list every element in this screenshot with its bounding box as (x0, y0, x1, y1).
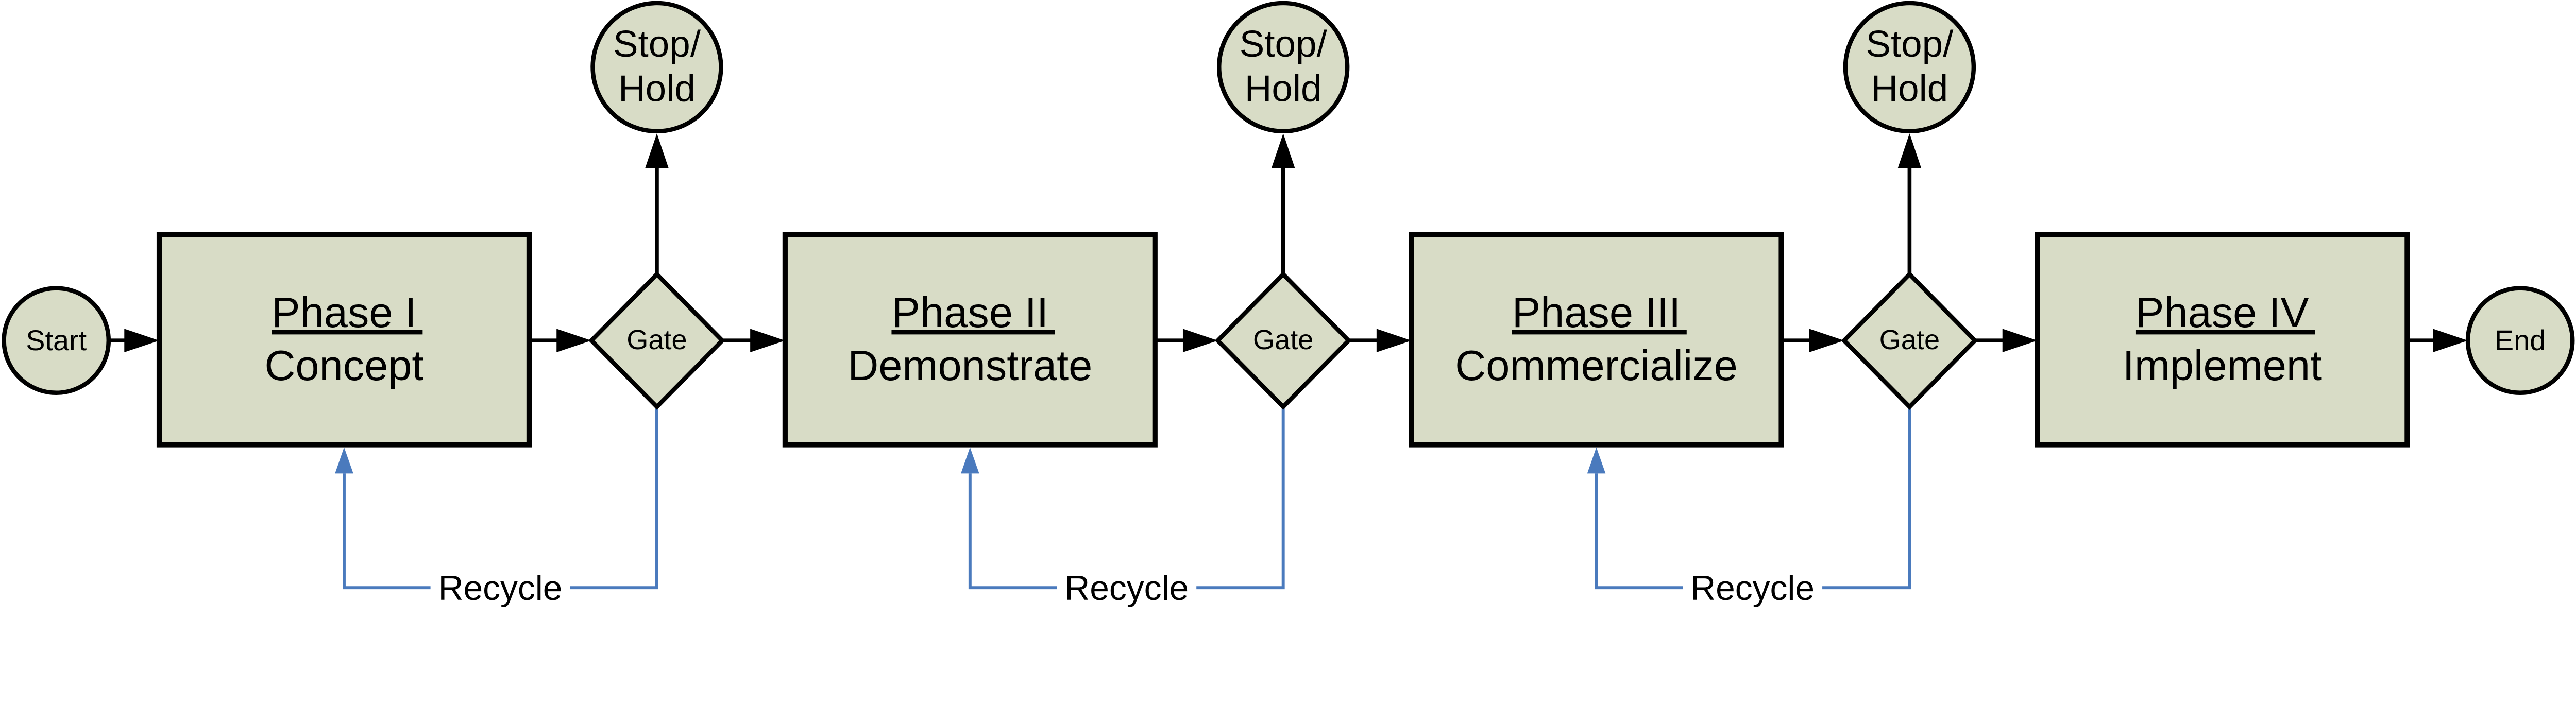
recycle-1-label: Recycle (438, 569, 563, 608)
stop-hold-1-circle (590, 1, 723, 134)
gate-2: Gate (1214, 271, 1352, 410)
flow-arrow-phase4-to-end (2407, 329, 2468, 353)
phase-1-title: Phase I (272, 288, 416, 336)
gate-2-diamond (1214, 271, 1352, 410)
stop-hold-2-line1: Stop/ (1240, 23, 1328, 65)
gate-1-diamond (588, 271, 725, 410)
arrowhead-icon (2002, 329, 2038, 353)
arrowhead-icon (1809, 329, 1844, 353)
recycle-loop-2: Recycle (961, 406, 1285, 611)
phase-4-title: Phase IV (2136, 288, 2309, 336)
gate-3: Gate (1841, 271, 1978, 410)
flow-arrow-gate2-to-phase3 (1348, 329, 1412, 353)
end-circle (2465, 286, 2575, 396)
stop-hold-3-line2: Hold (1871, 67, 1948, 109)
gate-1-label: Gate (626, 324, 687, 355)
end-terminator: End (2465, 286, 2575, 396)
arrowhead-icon (750, 329, 785, 353)
stop-hold-1-line1: Stop/ (613, 23, 701, 65)
recycle-3-arrowhead-icon (1587, 447, 1606, 474)
phase-gate-flowchart: Recycle Recycle Recycle (2, 1, 2575, 611)
stop-hold-3-line1: Stop/ (1866, 23, 1954, 65)
stop-arrow-1 (645, 133, 669, 274)
flow-arrow-phase2-to-gate2 (1155, 329, 1218, 353)
arrowhead-icon (556, 329, 591, 353)
recycle-2-label-background (1057, 562, 1197, 611)
arrowhead-icon (645, 133, 669, 168)
stop-hold-2-line2: Hold (1245, 67, 1322, 109)
flow-arrow-start-to-phase1 (108, 329, 160, 353)
arrowhead-icon (124, 329, 160, 353)
gate-3-diamond (1841, 271, 1978, 410)
flowchart-canvas: Recycle Recycle Recycle (2, 1, 2575, 611)
start-circle (2, 286, 111, 396)
phase-4: Phase IV Implement (2035, 232, 2410, 448)
recycle-loop-1: Recycle (335, 406, 658, 611)
end-label: End (2495, 324, 2546, 356)
start-label: Start (26, 324, 87, 356)
stop-hold-2-circle (1217, 1, 1350, 134)
phase-3: Phase III Commercialize (1409, 232, 1784, 448)
stop-hold-1-line2: Hold (618, 67, 696, 109)
flow-arrow-gate1-to-phase2 (722, 329, 785, 353)
phase-4-box (2035, 232, 2410, 448)
stop-hold-1: Stop/ Hold (590, 1, 723, 134)
recycle-3-label-background (1683, 562, 1823, 611)
phase-3-title: Phase III (1512, 288, 1681, 336)
stop-hold-3: Stop/ Hold (1843, 1, 1976, 134)
arrowhead-icon (1182, 329, 1218, 353)
arrowhead-icon (1271, 133, 1295, 168)
stop-hold-3-circle (1843, 1, 1976, 134)
phase-2-subtitle: Demonstrate (848, 341, 1092, 389)
phase-4-subtitle: Implement (2123, 341, 2322, 389)
flow-arrow-phase1-to-gate1 (529, 329, 591, 353)
recycle-loop-3: Recycle (1587, 406, 1911, 611)
flow-arrow-gate3-to-phase4 (1975, 329, 2038, 353)
phase-1-box (156, 232, 532, 448)
gate-3-label: Gate (1879, 324, 1940, 355)
stop-hold-2: Stop/ Hold (1217, 1, 1350, 134)
arrowhead-icon (1376, 329, 1412, 353)
stop-arrow-3 (1897, 133, 1922, 274)
gate-1: Gate (588, 271, 725, 410)
phase-2-title: Phase II (892, 288, 1048, 336)
phase-3-subtitle: Commercialize (1455, 341, 1738, 389)
phase-2: Phase II Demonstrate (782, 232, 1158, 448)
stop-arrow-2 (1271, 133, 1295, 274)
arrowhead-icon (2433, 329, 2468, 353)
start-terminator: Start (2, 286, 111, 396)
flow-arrow-phase3-to-gate3 (1781, 329, 1844, 353)
phase-1: Phase I Concept (156, 232, 532, 448)
recycle-2-label: Recycle (1064, 569, 1189, 608)
recycle-1-arrowhead-icon (335, 447, 353, 474)
recycle-2-arrowhead-icon (961, 447, 979, 474)
phase-3-box (1409, 232, 1784, 448)
gate-2-label: Gate (1253, 324, 1313, 355)
recycle-3-label: Recycle (1690, 569, 1815, 608)
recycle-1-label-background (430, 562, 570, 611)
phase-2-box (782, 232, 1158, 448)
phase-1-subtitle: Concept (264, 341, 423, 389)
arrowhead-icon (1897, 133, 1922, 168)
